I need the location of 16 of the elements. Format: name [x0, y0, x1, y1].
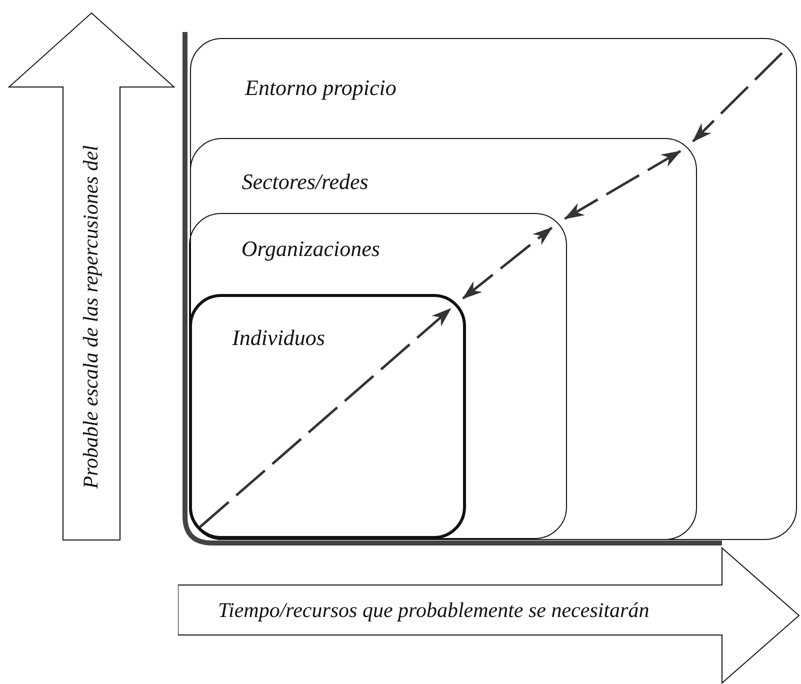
box-label: Entorno propicio — [245, 75, 396, 101]
box-label: Sectores/redes — [242, 168, 368, 195]
arrow — [199, 308, 452, 528]
rounded-box — [190, 38, 797, 540]
rounded-box — [189, 213, 568, 540]
block-arrow — [178, 547, 800, 684]
arrow — [462, 226, 553, 300]
rounded-box — [189, 294, 466, 540]
block-arrow — [8, 12, 175, 542]
axis-label: Tiempo/recursos que probablemente se necesitarán — [218, 598, 650, 623]
box-label: Organizaciones — [241, 236, 380, 262]
axis-label: Probable escala de las repercusiones del — [78, 145, 104, 489]
rounded-box — [190, 138, 697, 540]
arrow — [692, 52, 783, 142]
arrow — [564, 150, 682, 220]
box-label: Individuos — [232, 325, 325, 352]
